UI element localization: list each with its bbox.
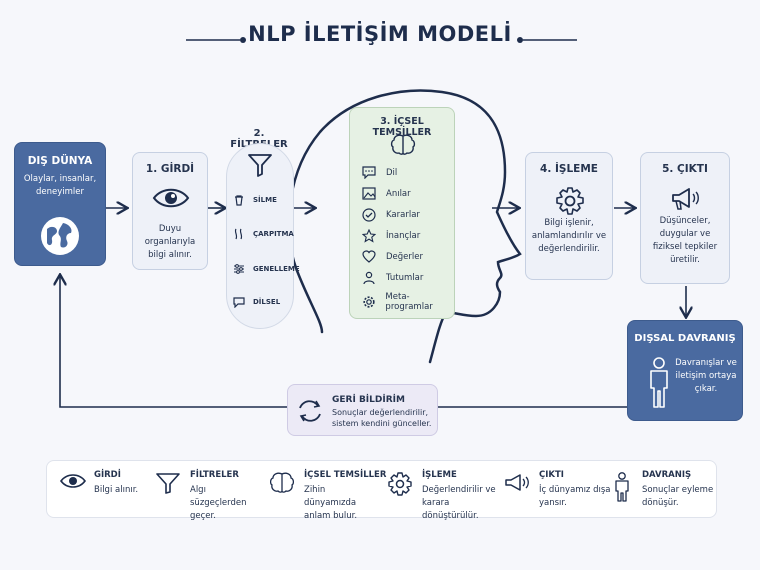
legend-text: İç dünyamız dışa yansır.: [539, 485, 611, 508]
person-icon: [615, 472, 629, 502]
geri-bildirim-text: Sonuçlar değerlendirilir, sistem kendini…: [332, 408, 432, 428]
gear-icon: [556, 187, 584, 215]
title-rule-right: [517, 37, 577, 43]
funnel-icon: [156, 473, 180, 494]
filter-label: GENELLEME: [253, 265, 300, 273]
feedback-line: [60, 276, 628, 408]
temsil-label: Tutumlar: [386, 273, 424, 283]
legend-text: Algı süzgeçlerden geçer.: [190, 485, 247, 521]
temsil-label: Değerler: [386, 251, 423, 262]
temsil-label: İnançlar: [386, 231, 421, 241]
isleme-box: 4. İŞLEME Bilgi işlenir, anlamlandırılır…: [525, 152, 613, 280]
isleme-text: Bilgi işlenir, anlamlandırılır ve değerl…: [531, 218, 607, 254]
chat-icon: [233, 297, 245, 308]
globe-icon: [41, 217, 79, 255]
geri-bildirim-box: GERİ BİLDİRİM Sonuçlar değerlendirilir, …: [287, 384, 438, 436]
megaphone-icon: [672, 188, 699, 210]
temsil-label: Kararlar: [386, 210, 420, 220]
filtreler-box: SİLME ÇARPITMA GENELLEME DİLSEL: [226, 143, 300, 329]
davranis-title: DIŞSAL DAVRANIŞ: [634, 333, 736, 344]
filter-label: DİLSEL: [253, 298, 281, 306]
legend-panel: [46, 460, 717, 518]
wave-icon: [234, 228, 243, 240]
temsil-label: Meta-programlar: [385, 292, 433, 312]
eye-icon: [152, 188, 190, 208]
dis-dunya-title: DIŞ DÜNYA: [27, 155, 93, 167]
legend-text: Sonuçlar eyleme dönüşür.: [642, 485, 714, 508]
brain-icon: [270, 472, 294, 493]
funnel-icon: [248, 154, 272, 177]
star-icon: [362, 229, 376, 243]
filter-label: SİLME: [253, 196, 277, 204]
dis-dunya-text: Olaylar, insanlar, deneyimler: [23, 174, 97, 197]
temsil-item-degerler: Değerler: [362, 250, 423, 263]
head-silhouette: [287, 89, 522, 364]
filter-item-carpitma: ÇARPITMA: [233, 228, 294, 240]
person-icon: [650, 357, 668, 408]
filter-item-dilsel: DİLSEL: [233, 296, 280, 308]
temsiller-title: 3. İÇSEL TEMSİLLER: [372, 116, 432, 138]
legend-title: FİLTRELER: [190, 470, 239, 480]
davranis-box: DIŞSAL DAVRANIŞ Davranışlar ve iletişim …: [627, 320, 743, 421]
temsil-item-dil: Dil: [362, 166, 397, 179]
temsil-item-tutumlar: Tutumlar: [362, 271, 423, 285]
refresh-icon: [299, 400, 321, 422]
girdi-title: 1. GİRDİ: [145, 163, 195, 175]
temsil-label: Dil: [386, 167, 398, 178]
filter-item-genelleme: GENELLEME: [233, 263, 300, 275]
cikti-box: 5. ÇIKTI Düşünceler, duygular ve fizikse…: [640, 152, 730, 284]
temsil-item-anilar: Anılar: [362, 187, 411, 200]
chat-icon: [362, 166, 376, 179]
geri-bildirim-title: GERİ BİLDİRİM: [332, 395, 405, 405]
temsiller-box: 3. İÇSEL TEMSİLLER Dil Anılar Kararlar İ…: [349, 107, 455, 319]
legend-title: GİRDİ: [94, 470, 121, 480]
isleme-title: 4. İŞLEME: [540, 163, 598, 175]
filter-item-silme: SİLME: [233, 194, 277, 206]
title-rule-left: [186, 37, 246, 43]
temsil-label: Anılar: [386, 188, 411, 199]
check-circle-icon: [362, 208, 376, 222]
davranis-text: Davranışlar ve iletişim ortaya çıkar.: [675, 358, 737, 394]
brain-icon: [390, 134, 416, 155]
legend-title: İÇSEL TEMSİLLER: [304, 470, 387, 480]
cikti-title: 5. ÇIKTI: [662, 163, 708, 175]
legend-text: Zihin dünyamızda anlam bulur.: [304, 485, 358, 521]
temsil-item-kararlar: Kararlar: [362, 208, 420, 222]
sliders-icon: [234, 264, 244, 274]
temsil-item-meta: Meta-programlar: [362, 292, 454, 312]
trash-icon: [235, 195, 243, 206]
dis-dunya-box: DIŞ DÜNYA Olaylar, insanlar, deneyimler: [14, 142, 106, 266]
legend-title: DAVRANIŞ: [642, 470, 692, 480]
image-icon: [362, 187, 376, 200]
page-title: NLP İLETİŞİM MODELİ: [248, 22, 512, 46]
legend-title: ÇIKTI: [539, 470, 564, 480]
legend-text: Değerlendirilir ve karara dönüştürülür.: [422, 485, 496, 521]
gear-icon: [388, 472, 412, 496]
eye-icon: [60, 474, 86, 488]
person-icon: [363, 271, 375, 285]
cikti-text: Düşünceler, duygular ve fiziksel tepkile…: [652, 216, 718, 265]
temsil-item-inanclar: İnançlar: [362, 229, 420, 243]
legend-text: Bilgi alınır.: [94, 485, 139, 495]
girdi-text: Duyu organlarıyla bilgi alınır.: [144, 224, 196, 260]
heart-icon: [362, 250, 376, 263]
gear-icon: [363, 296, 375, 308]
legend-title: İŞLEME: [422, 470, 457, 480]
filter-label: ÇARPITMA: [253, 230, 294, 238]
girdi-box: 1. GİRDİ Duyu organlarıyla bilgi alınır.: [132, 152, 208, 270]
megaphone-icon: [505, 474, 529, 491]
